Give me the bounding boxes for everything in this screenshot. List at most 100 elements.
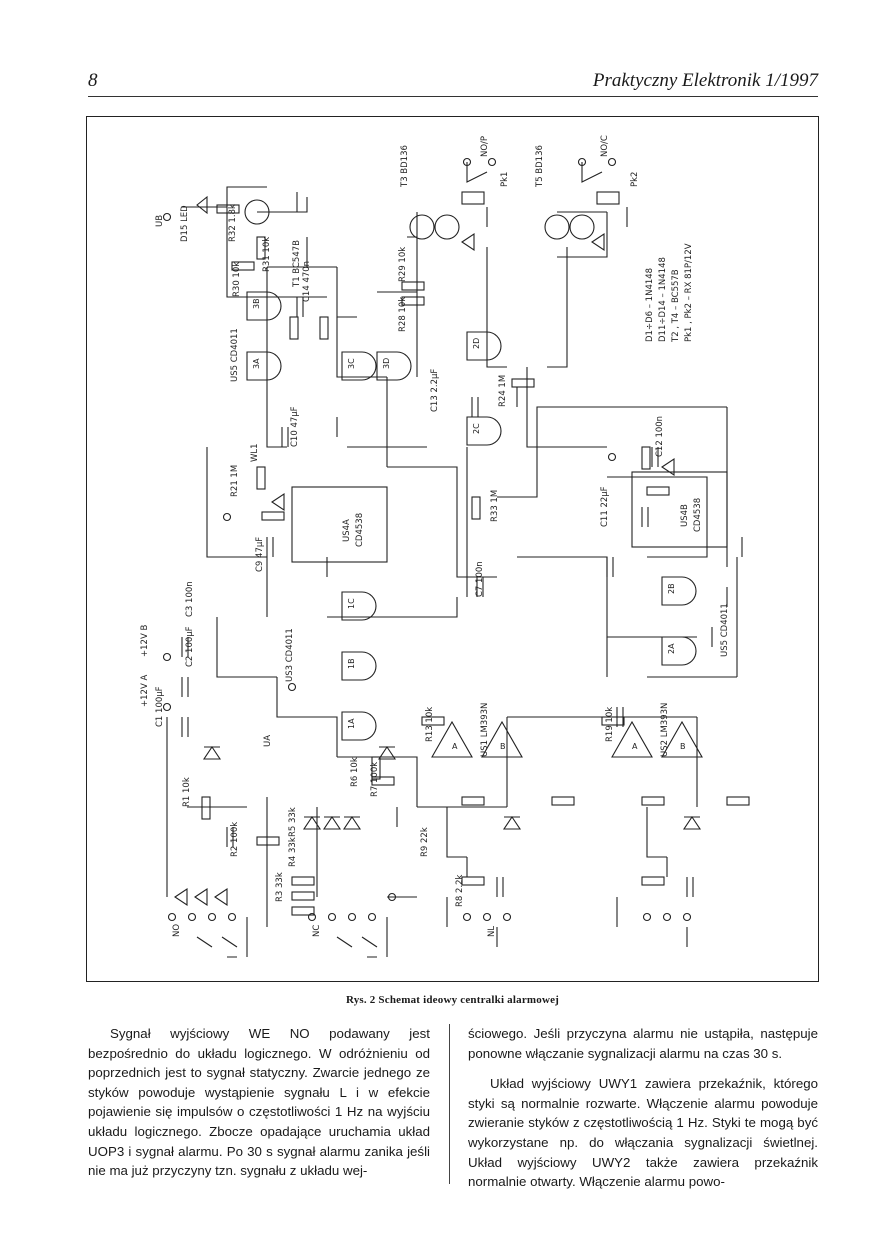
label-wl1: WL1: [250, 443, 260, 462]
label-r13: R13 10k: [425, 707, 435, 742]
label-12a: +12V A: [140, 675, 150, 707]
svg-text:2D: 2D: [472, 338, 481, 349]
label-r24: R24 1M: [498, 375, 508, 407]
grounds: [296, 192, 743, 947]
label-r28: R28 10k: [398, 297, 408, 332]
svg-text:B: B: [680, 742, 686, 751]
gate-2c: [466, 416, 502, 446]
gate-1a: [341, 711, 377, 741]
journal-title: Praktyczny Elektronik 1/1997: [592, 70, 818, 91]
svg-text:2C: 2C: [472, 423, 481, 434]
svg-text:1C: 1C: [347, 598, 356, 609]
label-c1: C1 100µF: [155, 686, 165, 727]
label-nc: NC: [312, 925, 322, 937]
label-legend4: Pk1 , Pk2 – RX 81P/12V: [684, 243, 694, 342]
resistors: [201, 204, 750, 916]
svg-text:A: A: [452, 742, 458, 751]
label-r30: R30 10k: [232, 262, 242, 297]
label-us2: US2 LM393N: [660, 703, 670, 757]
schematic-diagram: D15 LED R32 1.8k T1 BC547B R31 10k R30 1…: [140, 135, 750, 958]
label-us1: US1 LM393N: [480, 703, 490, 757]
label-us4a: US4A: [342, 519, 352, 542]
label-c10: C10 47µF: [290, 406, 300, 447]
label-nl: NL: [487, 926, 497, 937]
paragraph: Sygnał wyjściowy WE NO podawany jest bez…: [88, 1026, 430, 1179]
text-column-right: ściowego. Jeśli przyczyna alarmu nie ust…: [468, 1024, 818, 1203]
paragraph: ściowego. Jeśli przyczyna alarmu nie ust…: [468, 1026, 818, 1061]
svg-text:3C: 3C: [347, 358, 356, 369]
label-noc: NO/C: [600, 135, 610, 157]
ic-blocks: [291, 471, 728, 563]
label-legend1: D1÷D6 – 1N4148: [645, 268, 655, 342]
capacitors: [181, 297, 694, 897]
svg-text:B: B: [500, 742, 506, 751]
nand-gates: [246, 291, 697, 741]
label-c11: C11 22µF: [600, 486, 610, 527]
label-r19: R19 10k: [605, 707, 615, 742]
figure-caption: Rys. 2 Schemat ideowy centralki alarmowe…: [345, 994, 560, 1006]
label-us4b: US4B: [680, 504, 690, 527]
svg-text:A: A: [632, 742, 638, 751]
comparators: [431, 720, 703, 758]
label-r8: R8 2.2k: [455, 874, 465, 907]
label-r31: R31 10k: [262, 237, 272, 272]
label-c14: C14 470n: [302, 261, 312, 302]
us2-b: [661, 720, 703, 758]
label-r32: R32 1.8k: [228, 204, 238, 242]
label-r2: R2 100k: [230, 822, 240, 857]
gate-3b: [246, 291, 282, 321]
us4a-block: [291, 486, 388, 563]
us1-b: [481, 720, 523, 758]
label-legend3: T2 , T4 – BC557B: [671, 269, 681, 343]
svg-text:1A: 1A: [347, 718, 356, 729]
label-us5b: US5 CD4011: [720, 603, 730, 657]
us1-a: [431, 720, 473, 758]
label-12b: +12V B: [140, 625, 150, 657]
label-d15: D15 LED: [180, 205, 190, 242]
gate-2b: [661, 576, 697, 606]
terminals: [162, 212, 692, 958]
gate-2a: [661, 636, 697, 666]
label-r21: R21 1M: [230, 465, 240, 497]
label-us4b-type: CD4538: [693, 498, 703, 532]
svg-text:3B: 3B: [252, 298, 261, 309]
label-legend2: D11÷D14 – 1N4148: [658, 257, 668, 342]
page-header: 8 Praktyczny Elektronik 1/1997: [88, 68, 818, 94]
paragraph: Układ wyjściowy UWY1 zawiera przekaźnik,…: [468, 1076, 818, 1190]
label-t5: T5 BD136: [535, 145, 545, 188]
label-us3: US3 CD4011: [285, 628, 295, 682]
label-r3: R3 33k: [275, 872, 285, 902]
us4b-block: [631, 471, 728, 548]
label-no: NO: [172, 924, 182, 937]
label-pk2: Pk2: [630, 172, 640, 187]
label-t3: T3 BD136: [400, 145, 410, 188]
svg-text:2A: 2A: [667, 643, 676, 654]
page-number: 8: [88, 70, 98, 91]
label-r29: R29 10k: [398, 247, 408, 282]
svg-text:3A: 3A: [252, 358, 261, 369]
label-ub: UB: [155, 215, 165, 227]
label-r5: R5 33k: [288, 807, 298, 837]
gate-2d: [466, 331, 502, 361]
label-r7: R7 100k: [370, 762, 380, 797]
label-t1: T1 BC547B: [292, 240, 302, 288]
gate-3d: [376, 351, 412, 381]
label-c13: C13 2.2µF: [430, 369, 440, 412]
schematic-figure: D15 LED R32 1.8k T1 BC547B R31 10k R30 1…: [86, 116, 819, 982]
label-c12: C12 100n: [655, 416, 665, 457]
label-c3: C3 100n: [185, 581, 195, 617]
label-r4: R4 33k: [288, 837, 298, 867]
column-divider: [449, 1024, 450, 1184]
gate-labels: 3A 3B 3C 3D 2C 2D 1C 1B 1A 2B 2A A B A B: [252, 298, 686, 751]
label-nop: NO/P: [480, 136, 490, 157]
gate-3a: [246, 351, 282, 381]
diodes: [174, 195, 702, 907]
label-c9: C9 47µF: [255, 537, 265, 572]
header-rule: [88, 96, 818, 97]
us2-a: [611, 720, 653, 758]
svg-text:3D: 3D: [382, 358, 391, 369]
label-ua: UA: [263, 735, 273, 747]
label-c2: C2 100µF: [185, 626, 195, 667]
label-r33: R33 1M: [490, 490, 500, 522]
label-r9: R9 22k: [420, 827, 430, 857]
